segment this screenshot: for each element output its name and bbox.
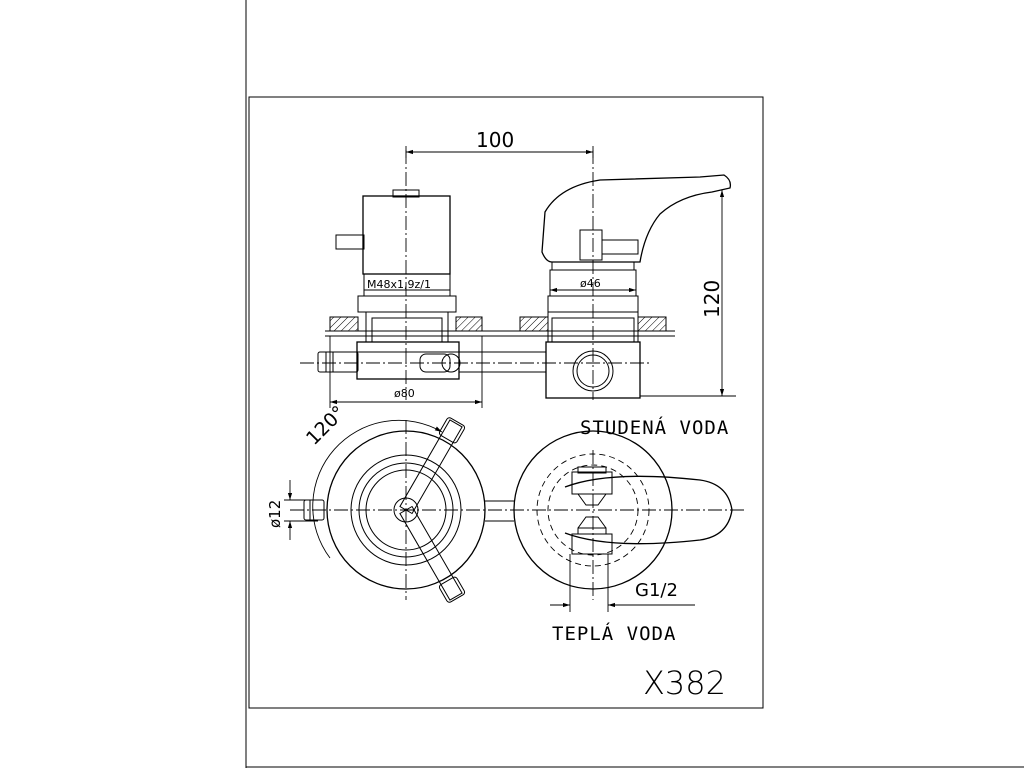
dimension-100 bbox=[405, 146, 594, 158]
diameter-12-label: ø12 bbox=[266, 500, 284, 528]
dimension-120-label: 120 bbox=[700, 280, 724, 318]
cold-water-label: STUDENÁ VODA bbox=[580, 416, 729, 439]
dimension-100-label: 100 bbox=[476, 128, 514, 152]
dimension-80 bbox=[329, 336, 483, 408]
thread-label: M48x1,9z/1 bbox=[367, 278, 431, 291]
pipe-thread-label: G1/2 bbox=[635, 580, 678, 601]
dimension-120 bbox=[640, 190, 736, 397]
angle-120-arc bbox=[312, 419, 443, 559]
diameter-80-label: ø80 bbox=[394, 387, 415, 400]
drawing-frame bbox=[248, 96, 764, 709]
model-label: X382 bbox=[643, 664, 726, 702]
dimension-12 bbox=[284, 480, 318, 540]
angle-120-label: 120° bbox=[302, 402, 350, 450]
diameter-46-label: ø46 bbox=[580, 277, 601, 290]
hot-water-label: TEPLÁ VODA bbox=[552, 622, 676, 645]
dimension-g12 bbox=[550, 554, 695, 612]
elevation-view bbox=[300, 150, 732, 400]
